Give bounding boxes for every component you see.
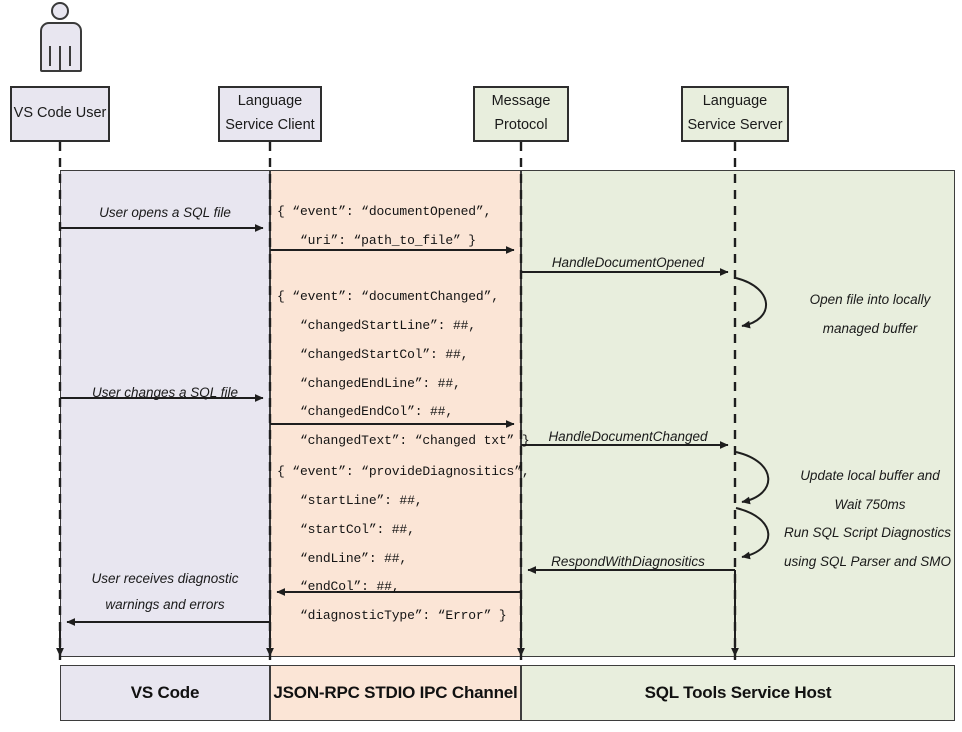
footer-label: SQL Tools Service Host — [644, 683, 832, 702]
label-text: RespondWithDiagnositics — [551, 554, 705, 569]
label-text: HandleDocumentChanged — [548, 429, 708, 444]
note-line1: Open file into locally — [809, 292, 931, 307]
participant-label-line2: Service Client — [225, 117, 315, 133]
note-line2: managed buffer — [822, 321, 918, 337]
note-line2: Wait 750ms — [834, 497, 906, 513]
self-loop-open-file — [735, 277, 767, 329]
footer-vs-code[interactable]: VS Code — [60, 665, 270, 721]
vs-code-user-actor-icon — [40, 2, 82, 74]
label-respond-with-diagnositics: RespondWithDiagnositics — [521, 549, 735, 575]
label-user-changes-sql-file: User changes a SQL file — [60, 380, 270, 406]
note-open-file: Open file into locally managed buffer — [770, 285, 962, 343]
footer-label: VS Code — [130, 683, 200, 702]
label-text: User opens a SQL file — [99, 205, 231, 220]
note-line2: using SQL Parser and SMO — [783, 554, 952, 570]
participant-message-protocol[interactable]: Message Protocol — [473, 86, 569, 142]
actor-left-leg-icon — [49, 46, 51, 66]
footer-label: JSON-RPC STDIO IPC Channel — [273, 683, 518, 702]
label-text: HandleDocumentOpened — [551, 255, 705, 270]
note-update-buffer: Update local buffer and Wait 750ms — [770, 461, 962, 519]
participant-label-line1: Language — [702, 93, 768, 110]
band-json-rpc — [270, 170, 521, 657]
payload-provide-diagnositics: { “event”: “provideDiagnositics”, “start… — [277, 464, 530, 624]
label-user-opens-sql-file: User opens a SQL file — [60, 200, 270, 226]
self-loop-run-diagnostics — [735, 507, 770, 560]
participant-vs-code-user[interactable]: VS Code User — [10, 86, 110, 142]
actor-right-leg-icon — [69, 46, 71, 66]
self-loop-update-buffer — [735, 451, 770, 505]
note-line1: Update local buffer and — [800, 468, 940, 483]
participant-language-service-client[interactable]: Language Service Client — [218, 86, 322, 142]
note-line1: Run SQL Script Diagnostics — [783, 525, 952, 540]
label-user-receives-diagnostics: User receives diagnostic warnings and er… — [91, 571, 239, 613]
footer-sql-tools[interactable]: SQL Tools Service Host — [521, 665, 955, 721]
participant-label-line1: Message — [491, 93, 551, 110]
actor-center-leg-icon — [59, 46, 61, 72]
label-text: User changes a SQL file — [91, 385, 239, 400]
participant-language-service-server[interactable]: Language Service Server — [681, 86, 789, 142]
label-handle-document-changed: HandleDocumentChanged — [521, 424, 735, 450]
label-handle-document-opened: HandleDocumentOpened — [521, 250, 735, 276]
actor-body-icon — [40, 22, 82, 72]
participant-label-line2: Service Server — [687, 117, 783, 133]
participant-label-line2: Protocol — [494, 117, 548, 133]
payload-document-changed: { “event”: “documentChanged”, “changedSt… — [277, 289, 530, 449]
participant-label-line1: VS Code User — [13, 105, 107, 122]
footer-json-rpc[interactable]: JSON-RPC STDIO IPC Channel — [270, 665, 521, 721]
band-vs-code — [60, 170, 270, 657]
payload-document-opened: { “event”: “documentOpened”, “uri”: “pat… — [277, 204, 492, 248]
note-run-diagnostics: Run SQL Script Diagnostics using SQL Par… — [765, 518, 962, 576]
band-sql-tools — [521, 170, 955, 657]
participant-label-line1: Language — [237, 93, 303, 110]
actor-head-icon — [51, 2, 69, 20]
